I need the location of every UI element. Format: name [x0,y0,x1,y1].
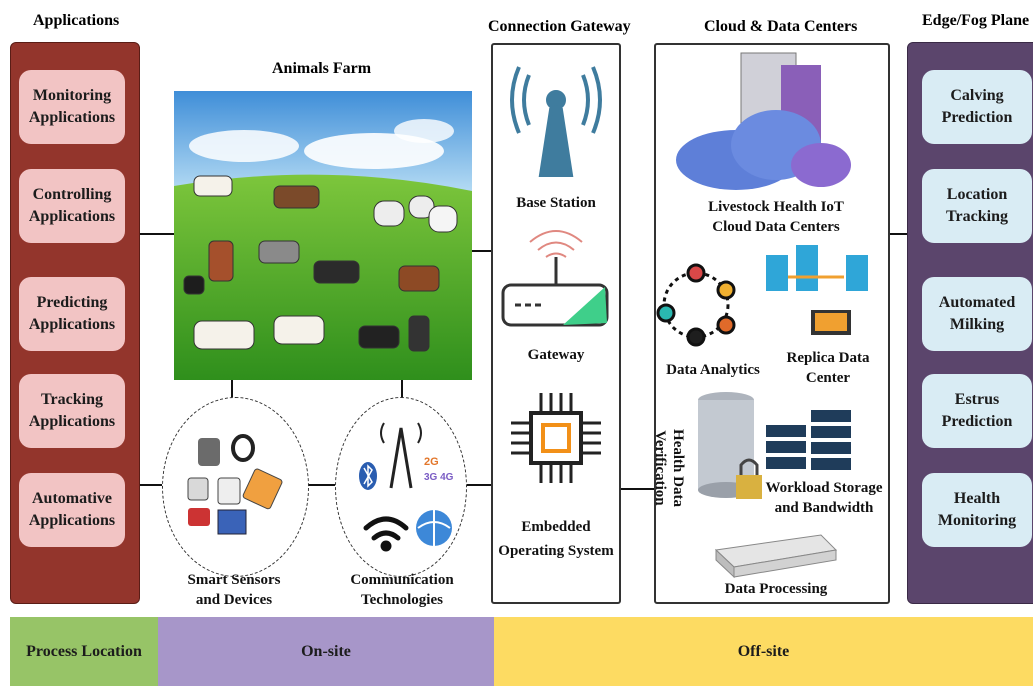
replica-data-center-icon [766,245,868,335]
gateway-icon [501,230,609,327]
smart-sensors-circle [162,397,309,577]
process-location-cell: Process Location [10,617,158,686]
connector-line [138,233,174,235]
bluetooth-icon [359,462,377,490]
connector-line [619,488,655,490]
tower-icon [380,422,422,489]
livestock-cloud-label: Livestock Health IoT Cloud Data Centers [708,199,844,235]
smart-sensors-label: Smart Sensors and Devices [187,572,281,608]
globe-icon [416,510,452,546]
gateway-label: Gateway [527,347,585,363]
connection-gateway-panel: Base Station Gateway Embedded Operating … [491,43,621,604]
cow-shape [183,175,458,352]
chip-icon [511,393,601,483]
cloud-panel: Livestock Health IoT Cloud Data Centers … [652,43,890,604]
connector-line [465,484,492,486]
connection-gateway-header: Connection Gateway [488,18,631,35]
connector-line [887,233,907,235]
cloud-server-icon [676,52,851,190]
health-verification-label: Health Data Verification [652,429,686,507]
animals-farm-header: Animals Farm [272,60,372,77]
cloud-header: Cloud & Data Centers [704,18,858,35]
base-station-label: Base Station [516,195,596,211]
applications-header: Applications [33,12,120,29]
onsite-cell: On-site [158,617,494,686]
communication-circle: 2G 3G 4G [335,397,467,577]
connector-line [138,484,162,486]
analytics-network-icon [656,263,736,347]
data-processing-label: Data Processing [724,581,828,597]
workload-storage-label: Workload Storage and Bandwidth [765,480,883,516]
connector-line [401,380,403,400]
edge-header: Edge/Fog Plane [922,12,1030,29]
connector-line [472,250,492,252]
connector-line [231,380,233,400]
embedded-os-label: Embedded Operating System [498,519,614,559]
data-processing-icon [714,534,838,579]
communication-label: Communication Technologies [350,572,454,608]
offsite-cell: Off-site [494,617,1033,686]
database-lock-icon [698,392,762,499]
replica-data-center-label: Replica Data Center [786,350,870,386]
data-analytics-label: Data Analytics [666,362,760,378]
connector-line [307,484,335,486]
animals-farm-image [174,91,472,380]
3g4g-badge: 3G 4G [424,472,454,483]
wifi-icon [363,516,409,552]
workload-storage-icon [766,410,851,470]
base-station-icon [510,66,602,177]
2g-badge: 2G [424,456,439,468]
